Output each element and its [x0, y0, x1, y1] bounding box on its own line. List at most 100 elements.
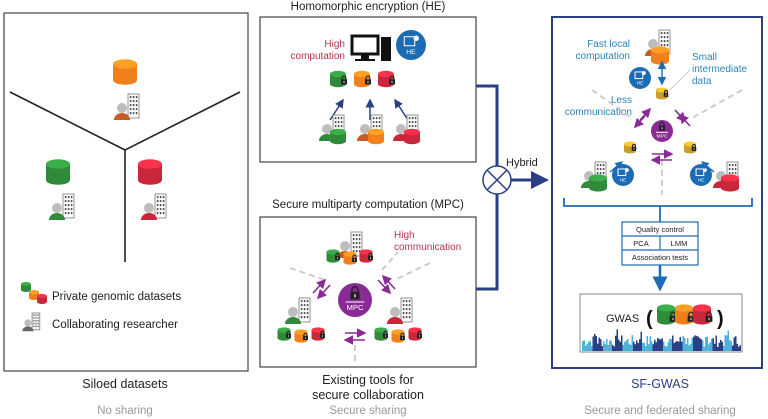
manhattan-bar	[738, 346, 740, 351]
manhattan-bar	[582, 341, 584, 351]
step-quality-control: Quality control	[636, 225, 684, 234]
manhattan-bar	[628, 343, 630, 351]
manhattan-bar	[723, 345, 725, 351]
manhattan-bar	[696, 335, 698, 351]
manhattan-bar	[592, 336, 594, 351]
manhattan-bar	[631, 335, 633, 351]
lock-icon	[303, 332, 308, 341]
manhattan-bar	[709, 342, 711, 351]
dashed-link	[394, 262, 431, 281]
manhattan-bar	[609, 340, 611, 351]
lock-icon	[368, 252, 373, 261]
manhattan-bar	[735, 336, 737, 351]
mpc-badge: MPC	[338, 283, 372, 317]
manhattan-bar	[721, 341, 723, 351]
manhattan-bar	[625, 340, 627, 351]
less-comm-line1: Less	[611, 95, 632, 106]
dataset-cylinder-icon	[330, 70, 346, 88]
manhattan-bar	[585, 345, 587, 351]
mpc-note-line2: communication	[394, 242, 461, 253]
dataset-cylinder-icon	[138, 159, 162, 185]
manhattan-bar	[684, 337, 686, 351]
researcher-icon	[141, 193, 167, 220]
manhattan-bar	[657, 337, 659, 351]
manhattan-bar	[615, 335, 617, 351]
manhattan-bar	[661, 338, 663, 351]
manhattan-bar	[618, 339, 620, 351]
manhattan-bar	[669, 338, 671, 351]
manhattan-bar	[663, 341, 665, 351]
arrow	[394, 98, 409, 121]
siloed-subtitle: No sharing	[97, 405, 153, 417]
existing-title-line2: secure collaboration	[312, 388, 424, 402]
manhattan-bar	[712, 338, 714, 351]
arrow	[678, 113, 691, 127]
manhattan-bar	[640, 331, 642, 351]
mpc-badge-label: MPC	[657, 134, 668, 140]
he-badge-label: HE	[637, 81, 645, 87]
lock-icon	[286, 330, 291, 339]
manhattan-bar	[634, 344, 636, 351]
manhattan-bar	[630, 344, 632, 351]
manhattan-bar	[613, 346, 615, 351]
arrow	[381, 274, 396, 290]
arrow	[316, 284, 331, 300]
manhattan-bar	[726, 335, 728, 351]
researcher-icon	[114, 93, 140, 120]
manhattan-bar	[682, 335, 684, 351]
manhattan-bar	[697, 336, 699, 351]
manhattan-bar	[705, 337, 707, 351]
manhattan-bar	[622, 344, 624, 351]
manhattan-bar	[648, 344, 650, 351]
manhattan-bar	[694, 335, 696, 351]
manhattan-bar	[703, 346, 705, 351]
manhattan-bar	[624, 341, 626, 351]
small-data-line2: intermediate	[692, 64, 747, 75]
manhattan-bar	[691, 337, 693, 351]
researcher-icon	[285, 297, 311, 324]
lock-icon	[417, 330, 422, 339]
manhattan-bar	[651, 341, 653, 351]
manhattan-bar	[718, 342, 720, 351]
manhattan-bar	[667, 342, 669, 351]
manhattan-bar	[675, 341, 677, 351]
manhattan-bar	[706, 336, 708, 351]
manhattan-bar	[606, 338, 608, 351]
dataset-cylinder-icon	[378, 70, 394, 88]
lock-icon	[383, 330, 388, 339]
lock-icon	[364, 75, 372, 85]
mpc-badge: MPC	[651, 120, 673, 142]
manhattan-bar	[739, 345, 741, 351]
manhattan-bar	[595, 336, 597, 351]
manhattan-bar	[645, 346, 647, 351]
he-note-line2: computation	[291, 51, 345, 62]
hybrid-label: Hybrid	[506, 157, 538, 169]
lock-icon	[705, 311, 713, 322]
manhattan-plot	[582, 329, 741, 351]
legend-researcher-label: Collaborating researcher	[52, 319, 178, 331]
lock-icon	[320, 330, 325, 339]
lock-icon	[631, 144, 637, 151]
step-lmm: LMM	[671, 239, 688, 248]
dataset-cylinder-icon	[46, 159, 70, 185]
lock-icon	[663, 90, 669, 97]
manhattan-bar	[730, 341, 732, 351]
researcher-icon	[22, 312, 41, 332]
manhattan-bar	[654, 339, 656, 351]
manhattan-bar	[690, 343, 692, 351]
dashed-link	[381, 251, 399, 271]
researcher-icon	[49, 193, 75, 220]
manhattan-bar	[700, 339, 702, 351]
manhattan-bar	[649, 336, 651, 351]
small-data-line3: data	[692, 76, 712, 87]
arrow	[329, 98, 344, 121]
manhattan-bar	[666, 346, 668, 351]
manhattan-bar	[660, 339, 662, 351]
manhattan-bar	[688, 345, 690, 351]
dashed-link	[591, 89, 633, 119]
sfgwas-title: SF-GWAS	[631, 377, 689, 391]
step-association-tests: Association tests	[632, 253, 689, 262]
manhattan-bar	[724, 335, 726, 351]
manhattan-bar	[729, 339, 731, 351]
